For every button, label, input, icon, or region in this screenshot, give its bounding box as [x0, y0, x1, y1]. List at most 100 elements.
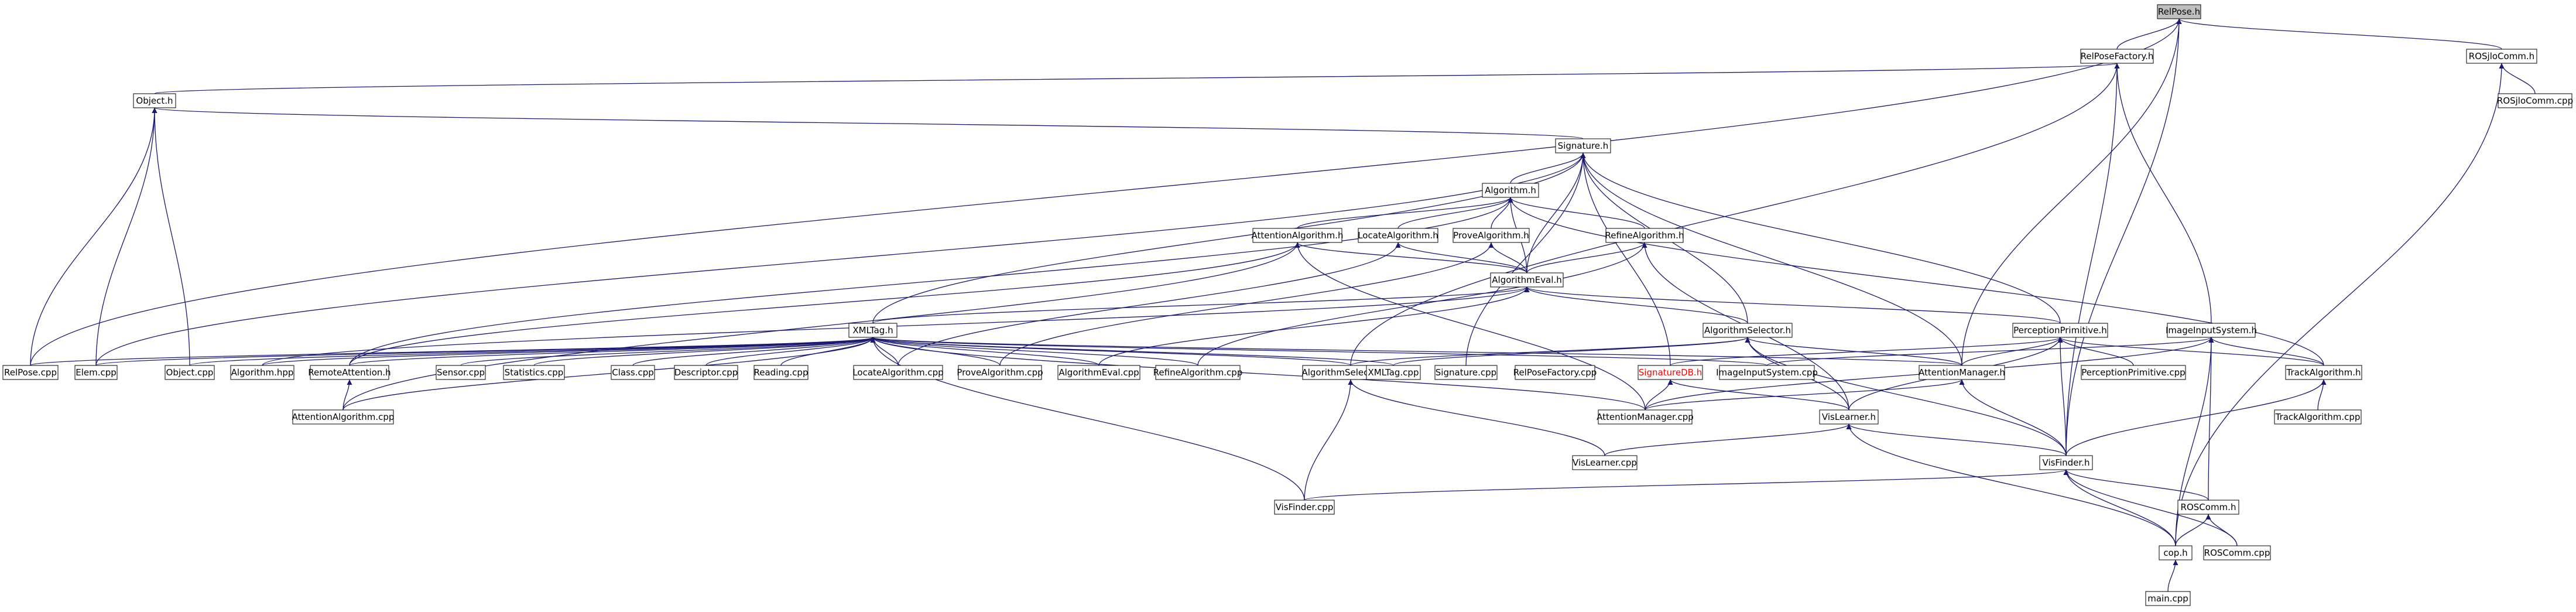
edge-algorithm-hpp-to-xmltag-h	[262, 337, 876, 366]
node-refinealgorithm-cpp[interactable]: RefineAlgorithm.cpp	[1153, 365, 1243, 380]
node-statistics-cpp[interactable]: Statistics.cpp	[503, 365, 565, 380]
node-box	[2498, 93, 2572, 108]
node-label: XMLTag.cpp	[1368, 367, 1419, 378]
node-roscomm-cpp[interactable]: ROSComm.cpp	[2203, 545, 2271, 560]
node-rosjlocomm-cpp[interactable]: ROSjloComm.cpp	[2497, 93, 2573, 108]
node-attentionmanager-h[interactable]: AttentionManager.h	[1919, 365, 2005, 380]
edge-xmltag-h-to-signature-h	[872, 152, 1586, 324]
node-algorithm-hpp[interactable]: Algorithm.hpp	[230, 365, 294, 380]
node-relpose-h[interactable]: RelPose.h	[2157, 4, 2201, 19]
node-trackalgorithm-h[interactable]: TrackAlgorithm.h	[2285, 365, 2362, 380]
node-box	[1490, 272, 1564, 288]
edge-attentionmanager-h-to-signature-h	[1580, 152, 1962, 366]
node-box	[1434, 365, 1498, 380]
edge-attentionalgorithm-cpp-to-remoteattention-h	[342, 379, 352, 411]
node-class-cpp[interactable]: Class.cpp	[611, 365, 655, 380]
node-relposefactory-cpp[interactable]: RelPoseFactory.cpp	[1513, 365, 1597, 380]
node-signature-h[interactable]: Signature.h	[1555, 138, 1611, 153]
node-box	[2274, 409, 2362, 425]
node-box	[2159, 545, 2193, 560]
node-label: ROSComm.h	[2181, 502, 2236, 512]
node-provealgorithm-cpp[interactable]: ProveAlgorithm.cpp	[957, 365, 1043, 380]
node-object-cpp[interactable]: Object.cpp	[165, 365, 215, 380]
node-imageinputsystem-cpp[interactable]: ImageInputSystem.cpp	[1716, 365, 1818, 380]
node-label: VisLearner.cpp	[1573, 457, 1637, 468]
node-attentionmanager-cpp[interactable]: AttentionManager.cpp	[1597, 409, 1694, 425]
node-box	[292, 409, 394, 425]
edge-attentionmanager-h-to-relpose-h	[1961, 18, 2182, 366]
edge-perceptionprimitive-cpp-to-perceptionprimitive-h	[2057, 337, 2134, 366]
node-perceptionprimitive-h[interactable]: PerceptionPrimitive.h	[2012, 323, 2108, 338]
node-attentionalgorithm-cpp[interactable]: AttentionAlgorithm.cpp	[292, 409, 395, 425]
node-label: main.cpp	[2147, 593, 2188, 604]
node-algorithmeval-cpp[interactable]: AlgorithmEval.cpp	[1057, 365, 1140, 380]
edge-rosjlocomm-h-to-relpose-h	[2176, 18, 2502, 50]
node-box	[74, 365, 118, 380]
node-descriptor-cpp[interactable]: Descriptor.cpp	[674, 365, 738, 380]
node-relpose-cpp[interactable]: RelPose.cpp	[2, 365, 59, 380]
node-box	[611, 365, 655, 380]
node-relposefactory-h[interactable]: RelPoseFactory.h	[2080, 49, 2154, 64]
node-label: Algorithm.h	[1485, 185, 1536, 196]
node-label: RefineAlgorithm.cpp	[1153, 367, 1243, 378]
edge-algorithmselector-hpp-to-relposefactory-h	[1350, 63, 2120, 366]
node-remoteattention-h[interactable]: RemoteAttention.h	[308, 365, 391, 380]
edge-roscomm-cpp-to-roscomm-h	[2205, 514, 2238, 546]
edge-visfinder-h-to-perceptionprimitive-h	[2057, 337, 2067, 456]
node-box	[1703, 323, 1793, 338]
node-label: Algorithm.hpp	[231, 367, 294, 378]
edge-algorithmselector-hpp-to-xmltag-h	[870, 337, 1351, 366]
node-xmltag-h[interactable]: XMLTag.h	[848, 323, 898, 338]
edge-relpose-cpp-to-relpose-h	[30, 18, 2182, 366]
edge-vislearner-h-to-signaturedb-h	[1667, 379, 1849, 411]
node-elem-cpp[interactable]: Elem.cpp	[74, 365, 118, 380]
edge-attentionalgorithm-cpp-to-attentionalgorithm-h	[342, 242, 1300, 411]
edge-visfinder-h-to-relposefactory-h	[2065, 63, 2120, 456]
node-cop-h[interactable]: cop.h	[2159, 545, 2193, 560]
node-label: AlgorithmEval.h	[1492, 275, 1561, 285]
edge-visfinder-h-to-relpose-h	[2065, 18, 2182, 456]
node-visfinder-h[interactable]: VisFinder.h	[2039, 455, 2093, 470]
node-imageinputsystem-h[interactable]: ImageInputSystem.h	[2166, 323, 2257, 338]
edge-relpose-cpp-to-object-h	[30, 107, 157, 366]
node-main-cpp[interactable]: main.cpp	[2145, 591, 2191, 606]
node-algorithm-h[interactable]: Algorithm.h	[1482, 183, 1539, 198]
node-label: AttentionAlgorithm.cpp	[292, 412, 395, 422]
node-perceptionprimitive-cpp[interactable]: PerceptionPrimitive.cpp	[2081, 365, 2186, 380]
node-xmltag-cpp[interactable]: XMLTag.cpp	[1366, 365, 1421, 380]
edge-attentionmanager-h-to-xmltag-h	[871, 337, 1962, 366]
node-roscomm-h[interactable]: ROSComm.h	[2177, 500, 2239, 515]
node-label: SignatureDB.h	[1639, 367, 1702, 378]
node-box	[1366, 365, 1421, 380]
node-signature-cpp[interactable]: Signature.cpp	[1434, 365, 1498, 380]
node-box	[1274, 500, 1335, 515]
node-sensor-cpp[interactable]: Sensor.cpp	[436, 365, 486, 380]
node-locatealgorithm-cpp[interactable]: LocateAlgorithm.cpp	[852, 365, 944, 380]
edge-cop-h-to-visfinder-h	[2063, 469, 2176, 546]
node-label: ProveAlgorithm.h	[1453, 230, 1529, 241]
node-object-h[interactable]: Object.h	[133, 93, 176, 108]
node-attentionalgorithm-h[interactable]: AttentionAlgorithm.h	[1252, 228, 1344, 243]
node-algorithmeval-h[interactable]: AlgorithmEval.h	[1490, 272, 1564, 288]
node-box	[958, 365, 1042, 380]
node-vislearner-h[interactable]: VisLearner.h	[1819, 409, 1879, 425]
node-algorithmselector-h[interactable]: AlgorithmSelector.h	[1703, 323, 1793, 338]
node-trackalgorithm-cpp[interactable]: TrackAlgorithm.cpp	[2274, 409, 2362, 425]
node-vislearner-cpp[interactable]: VisLearner.cpp	[1572, 455, 1638, 470]
node-label: TrackAlgorithm.h	[2286, 367, 2361, 378]
node-rosjlocomm-h[interactable]: ROSjloComm.h	[2466, 49, 2537, 64]
node-signaturedb-h[interactable]: SignatureDB.h	[1638, 365, 1703, 380]
edge-xmltag-cpp-to-algorithmselector-h	[1393, 337, 1751, 366]
node-refinealgorithm-h[interactable]: RefineAlgorithm.h	[1605, 228, 1684, 243]
edge-signature-cpp-to-signature-h	[1465, 152, 1586, 366]
edge-reading-cpp-to-xmltag-h	[780, 337, 876, 366]
node-reading-cpp[interactable]: Reading.cpp	[753, 365, 809, 380]
edge-vislearner-cpp-to-vislearner-h	[1604, 423, 1852, 456]
node-label: RefineAlgorithm.h	[1605, 230, 1684, 241]
edge-attentionalgorithm-cpp-to-xmltag-h	[342, 337, 876, 411]
node-provealgorithm-h[interactable]: ProveAlgorithm.h	[1453, 228, 1530, 243]
node-visfinder-cpp[interactable]: VisFinder.cpp	[1274, 500, 1335, 515]
node-locatealgorithm-h[interactable]: LocateAlgorithm.h	[1358, 228, 1438, 243]
edge-signature-h-to-object-h	[152, 107, 1584, 139]
node-label: AttentionManager.cpp	[1597, 412, 1694, 422]
